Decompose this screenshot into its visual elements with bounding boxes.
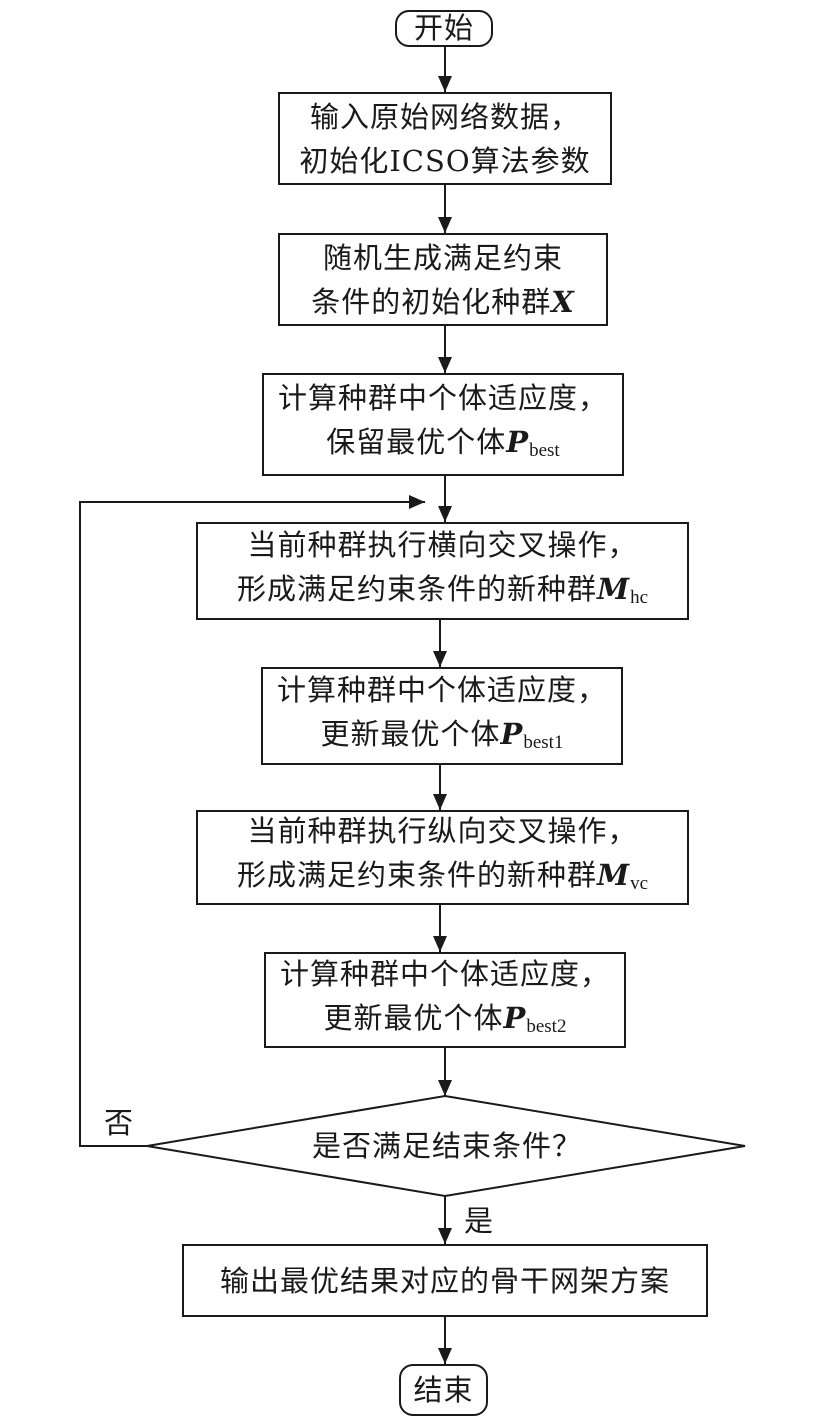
step7-line2: 更新最优个体Pbest2 [324, 996, 567, 1049]
step-horizontal-crossover: 当前种群执行横向交叉操作， 形成满足约束条件的新种群Mhc [196, 522, 689, 620]
vertical-population-subscript: vc [630, 873, 649, 894]
step2-line2-text: 条件的初始化种群 [311, 284, 552, 319]
step-update-best-2: 计算种群中个体适应度， 更新最优个体Pbest2 [264, 952, 626, 1048]
step-compute-fitness-keep-best: 计算种群中个体适应度， 保留最优个体Pbest [262, 373, 624, 476]
step4-line2-text: 形成满足约束条件的新种群 [236, 571, 597, 606]
step5-line2: 更新最优个体Pbest1 [321, 712, 564, 765]
step2-line1: 随机生成满足约束 [322, 240, 563, 275]
population-symbol-x: X [551, 284, 575, 319]
horizontal-population-symbol: M [596, 571, 631, 606]
step4-line1: 当前种群执行横向交叉操作， [247, 527, 638, 562]
step6-line2: 形成满足约束条件的新种群Mvc [237, 853, 648, 906]
step1-line2: 初始化ICSO算法参数 [299, 143, 591, 178]
horizontal-population-subscript: hc [630, 586, 649, 608]
step-generate-population: 随机生成满足约束 条件的初始化种群X [278, 233, 608, 326]
start-label: 开始 [413, 11, 474, 45]
step2-line2: 条件的初始化种群X [311, 280, 575, 324]
loop-back-connector [79, 501, 425, 1147]
output-label: 输出最优结果对应的骨干网架方案 [219, 1263, 670, 1298]
step5-line2-text: 更新最优个体 [320, 716, 501, 751]
step4-line2: 形成满足约束条件的新种群Mhc [237, 567, 648, 620]
step-output-result: 输出最优结果对应的骨干网架方案 [182, 1244, 708, 1317]
yes-label: 是 [464, 1204, 494, 1238]
step1-line1: 输入原始网络数据， [309, 99, 580, 134]
step3-line2: 保留最优个体Pbest [326, 420, 559, 473]
best-individual-symbol: P [506, 425, 530, 459]
step-input-data: 输入原始网络数据， 初始化ICSO算法参数 [278, 92, 612, 185]
best1-subscript: best1 [523, 731, 564, 753]
step5-line1: 计算种群中个体适应度， [276, 672, 607, 707]
vertical-population-symbol: M [596, 858, 631, 892]
end-terminal: 结束 [399, 1364, 488, 1416]
step-vertical-crossover: 当前种群执行纵向交叉操作， 形成满足约束条件的新种群Mvc [196, 810, 689, 905]
no-label: 否 [104, 1106, 134, 1140]
step7-line1: 计算种群中个体适应度， [279, 956, 610, 991]
end-label: 结束 [413, 1373, 474, 1407]
decision-label: 是否满足结束条件？ [311, 1129, 582, 1163]
step-update-best-1: 计算种群中个体适应度， 更新最优个体Pbest1 [261, 667, 623, 765]
best2-symbol: P [503, 1000, 527, 1035]
step6-line2-text: 形成满足约束条件的新种群 [236, 858, 597, 892]
step7-line2-text: 更新最优个体 [323, 1000, 504, 1035]
best-individual-subscript: best [529, 440, 560, 461]
best2-subscript: best2 [526, 1015, 567, 1037]
best1-symbol: P [500, 716, 524, 751]
step3-line1: 计算种群中个体适应度， [277, 381, 608, 415]
step6-line1: 当前种群执行纵向交叉操作， [247, 814, 638, 848]
start-terminal: 开始 [395, 10, 493, 47]
step3-line2-text: 保留最优个体 [326, 425, 507, 459]
